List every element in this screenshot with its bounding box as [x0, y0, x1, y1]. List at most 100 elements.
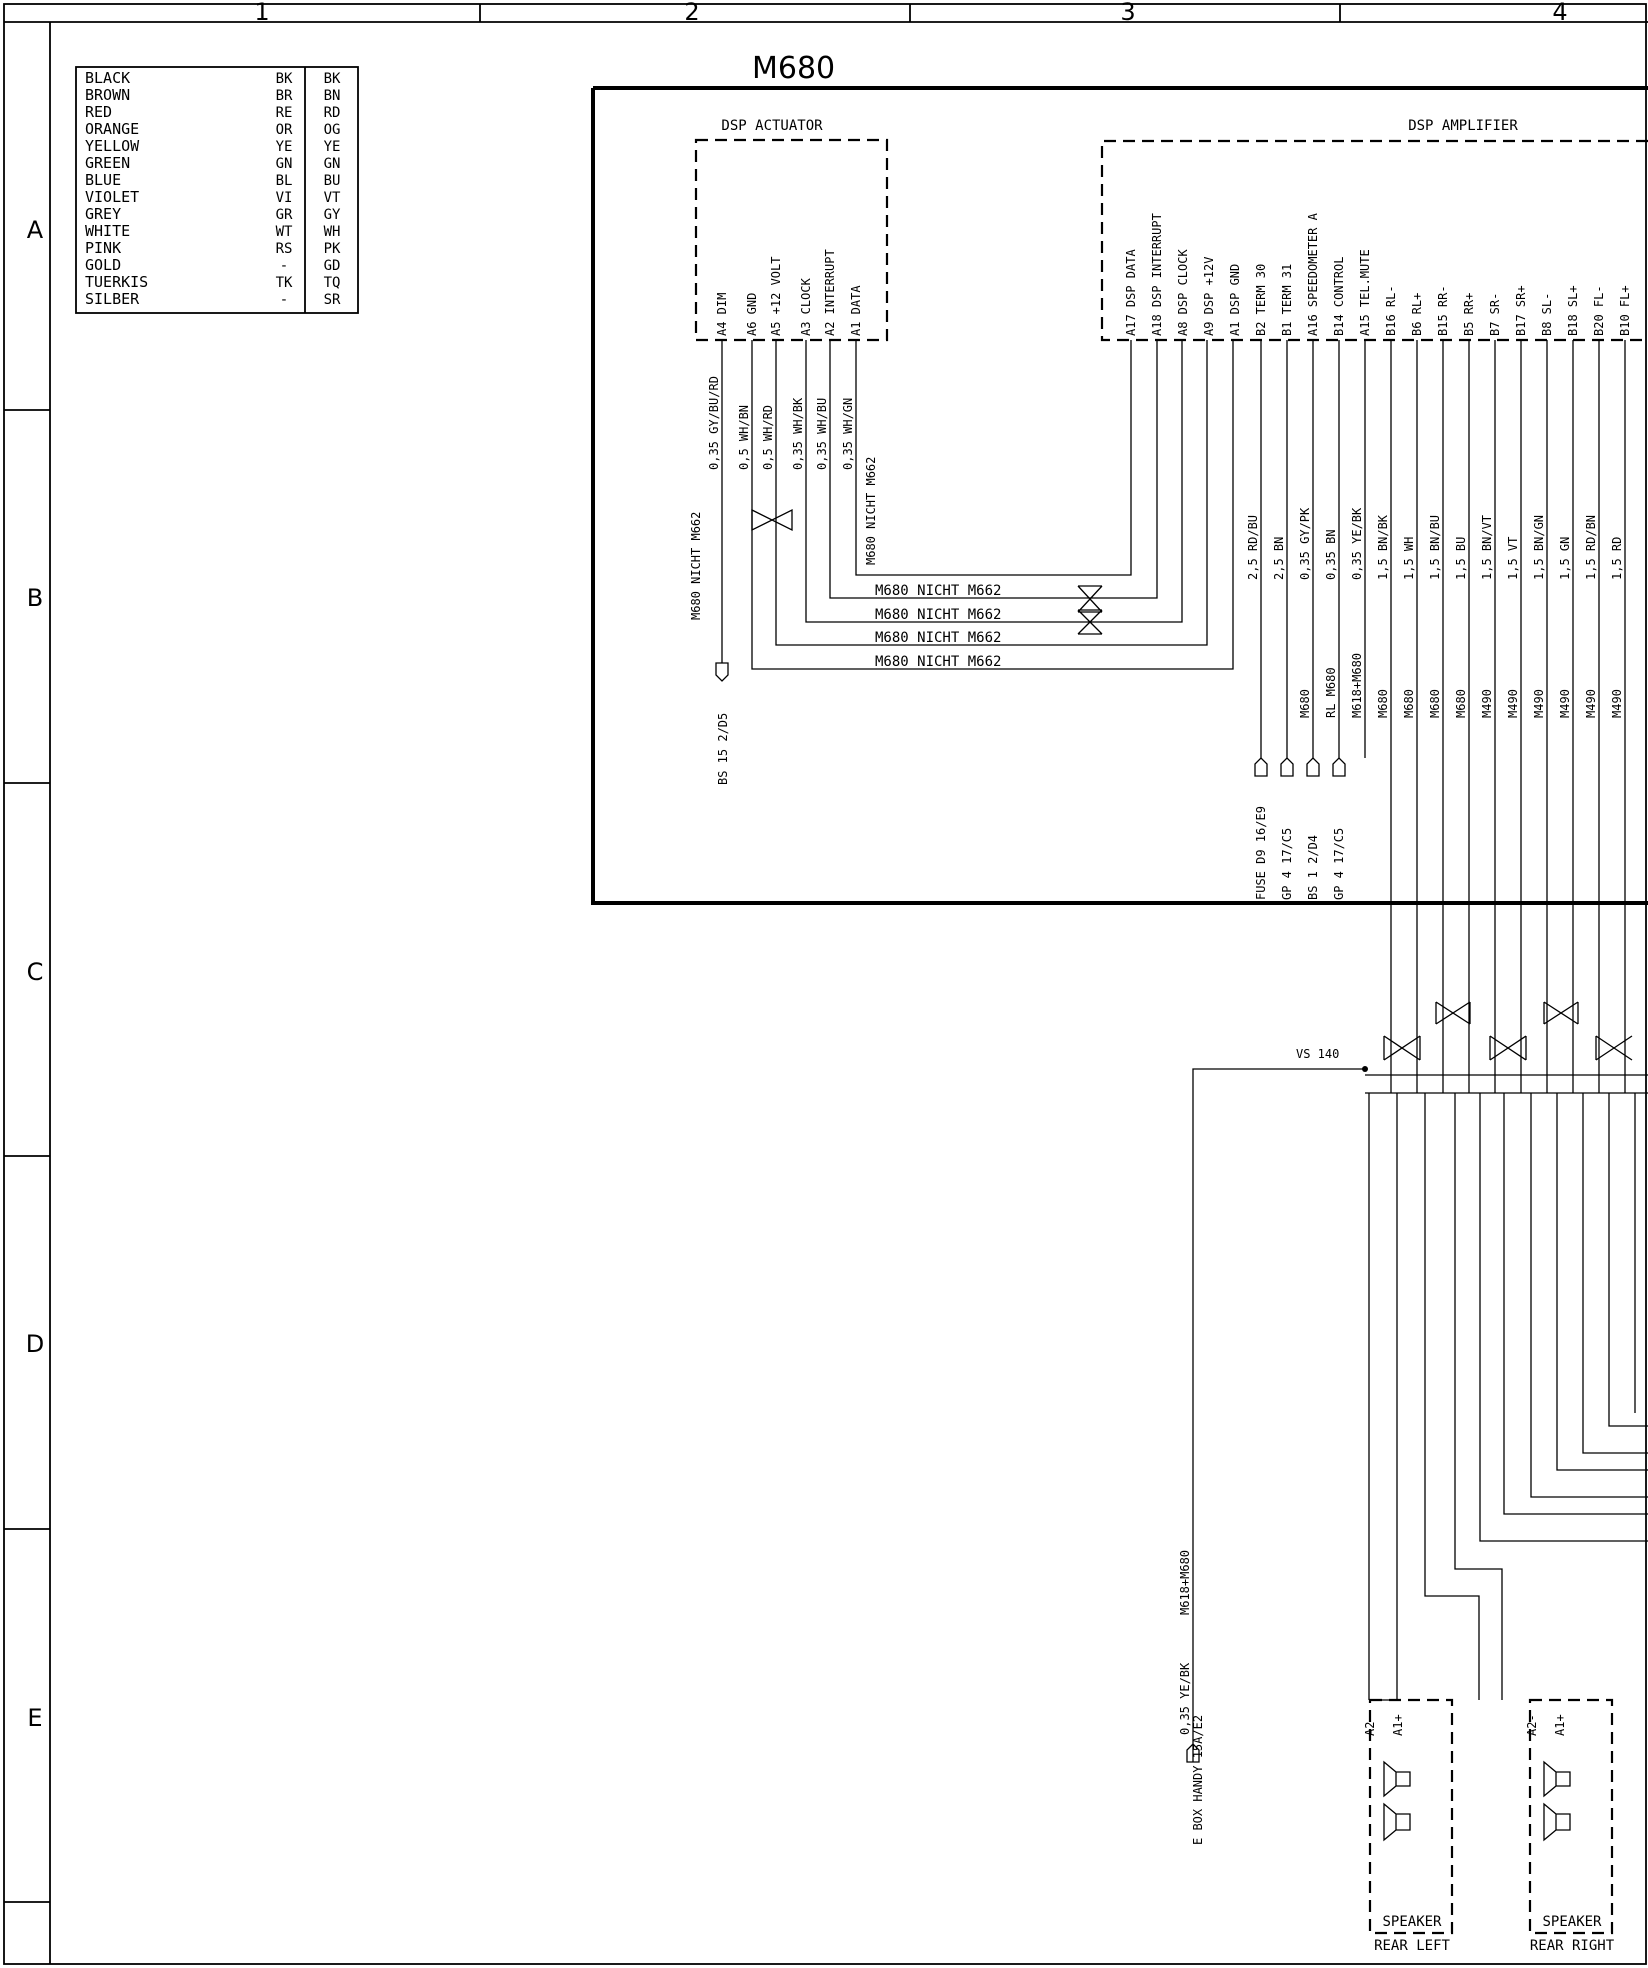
color-name: PINK: [85, 239, 121, 257]
amplifier-wire-note: M490: [1480, 689, 1494, 718]
color-code-en: YE: [324, 139, 341, 155]
speaker-label: SPEAKER: [1542, 1914, 1602, 1930]
amplifier-wire-label: 1,5 WH: [1402, 537, 1416, 580]
amplifier-pin: A18 DSP INTERRUPT: [1150, 213, 1164, 336]
actuator-title: DSP ACTUATOR: [721, 118, 823, 134]
color-code-en: GD: [324, 258, 341, 274]
nicht-label: M680 NICHT M662: [875, 630, 1001, 646]
amplifier-reference: FUSE D9 16/E9: [1254, 806, 1268, 900]
connector-arrow: [1332, 757, 1346, 777]
color-code-de: RS: [276, 241, 293, 257]
amplifier-wire-note: M490: [1532, 689, 1546, 718]
speaker-label: REAR RIGHT: [1530, 1938, 1615, 1954]
wire-sr-neg: [1479, 1093, 1648, 1542]
color-name: WHITE: [85, 222, 130, 240]
amplifier-pin: B16 RL-: [1384, 285, 1398, 336]
amplifier-wire-label: 2,5 RD/BU: [1246, 515, 1260, 580]
actuator-wire-label: 0,35 WH/GN: [841, 398, 855, 470]
color-name: SILBER: [85, 290, 140, 308]
amplifier-wire-note: M490: [1506, 689, 1520, 718]
amplifier-wire-label: 1,5 BU: [1454, 537, 1468, 580]
handy-reference: E BOX HANDY 15A/E2: [1191, 1715, 1205, 1845]
color-code-en: BU: [324, 173, 341, 189]
amplifier-wire-label: 1,5 RD: [1610, 537, 1624, 580]
color-code-de: GN: [276, 156, 293, 172]
connector-arrow: [715, 662, 729, 682]
grid-row-label: B: [27, 584, 43, 612]
twist-symbol: [751, 508, 793, 532]
grid-row-label: E: [27, 1704, 42, 1732]
color-name: GREEN: [85, 154, 130, 172]
wire-sr-pos: [1503, 1093, 1648, 1515]
amplifier-wire-label: 1,5 BN/BK: [1376, 514, 1390, 580]
color-name: BROWN: [85, 86, 130, 104]
amplifier-pin: A15 TEL.MUTE: [1358, 249, 1372, 336]
amplifier-pin: B14 CONTROL: [1332, 257, 1346, 336]
actuator-pin: A5 +12 VOLT: [769, 257, 783, 336]
twist-symbol: [1383, 1035, 1421, 1061]
grid-column-label: 2: [684, 0, 699, 26]
wire-handy: [1192, 1068, 1365, 1762]
amplifier-wire-note: M490: [1610, 689, 1624, 718]
amplifier-wire-label: 0,35 BN: [1324, 529, 1338, 580]
color-name: YELLOW: [85, 137, 140, 155]
handy-note: M618+M680: [1178, 1550, 1192, 1615]
amplifier-box: [1100, 139, 1648, 342]
amplifier-reference: BS 1 2/D4: [1306, 835, 1320, 900]
m680-frame: [591, 86, 1648, 905]
speaker-pin: A2-: [1525, 1714, 1539, 1736]
color-name: ORANGE: [85, 120, 139, 138]
wire-rr-pos: [1454, 1093, 1503, 1700]
speaker-icon: [1383, 1760, 1411, 1798]
amplifier-pin: A16 SPEEDOMETER A: [1306, 212, 1320, 336]
speaker-label: SPEAKER: [1382, 1914, 1442, 1930]
speaker-pin: A1+: [1391, 1714, 1405, 1736]
color-code-en: RD: [324, 105, 341, 121]
color-name: TUERKIS: [85, 273, 148, 291]
actuator-pin: A2 INTERRUPT: [823, 249, 837, 336]
color-code-de: BR: [276, 88, 293, 104]
wire-fl-neg: [1582, 1093, 1648, 1454]
amplifier-pin: B15 RR-: [1436, 285, 1450, 336]
twist-symbol: [1489, 1035, 1527, 1061]
amplifier-pin: B2 TERM 30: [1254, 264, 1268, 336]
handy-wire-label: 0,35 YE/BK: [1178, 1662, 1192, 1735]
actuator-wire-label: 0,5 WH/BN: [737, 405, 751, 470]
actuator-wires: [715, 340, 1234, 682]
connector-arrow: [1280, 757, 1294, 777]
connector-arrow: [1186, 1743, 1200, 1763]
amplifier-pin: B10 FL+: [1618, 285, 1632, 336]
amplifier-wire-label: 1,5 RD/BN: [1584, 515, 1598, 580]
amplifier-wire-label: 1,5 BN/GN: [1532, 515, 1546, 580]
actuator-wire-label: 0,35 WH/BU: [815, 398, 829, 470]
color-code-en: WH: [324, 224, 341, 240]
speaker-rear-right: A2- A1+ SPEAKER REAR RIGHT: [1525, 1698, 1615, 1954]
amplifier-wire-label: 0,35 YE/BK: [1350, 507, 1364, 580]
twist-symbol: [1077, 585, 1103, 613]
color-name: VIOLET: [85, 188, 139, 206]
color-code-de: GR: [276, 207, 293, 223]
nicht-labels: M680 NICHT M662 M680 NICHT M662 M680 NIC…: [875, 583, 1001, 670]
amplifier-wire-note: M618+M680: [1350, 653, 1364, 718]
color-code-en: BN: [324, 88, 341, 104]
color-name: BLACK: [85, 69, 130, 87]
color-code-de: RE: [276, 105, 293, 121]
amplifier-pin: A1 DSP GND: [1228, 264, 1242, 336]
color-code-de: WT: [276, 224, 293, 240]
nicht-label: M680 NICHT M662: [875, 607, 1001, 623]
color-code-de: -: [280, 258, 288, 274]
actuator-wire-label: 0,35 GY/BU/RD: [707, 376, 721, 470]
color-code-de: YE: [276, 139, 293, 155]
wire-data: [855, 340, 1132, 576]
speaker-pin: A2-: [1363, 1714, 1377, 1736]
color-code-en: VT: [324, 190, 341, 206]
amplifier-pin: B5 RR+: [1462, 293, 1476, 336]
twist-symbol: [1435, 1001, 1471, 1025]
color-code-de: BL: [276, 173, 293, 189]
